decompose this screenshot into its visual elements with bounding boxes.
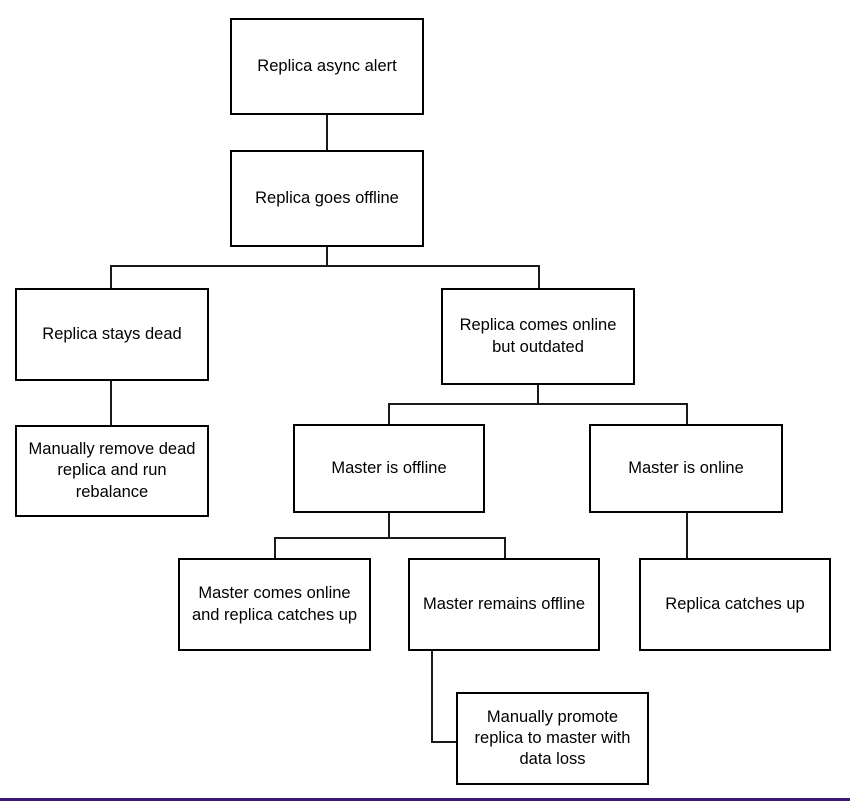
edge-dead-to-remove — [110, 379, 112, 427]
edge-offline-split-right-drop — [538, 265, 540, 289]
footer-divider — [0, 798, 850, 801]
node-master-comes-online-and-replica-catches-up[interactable]: Master comes online and replica catches … — [178, 558, 371, 651]
node-master-is-offline[interactable]: Master is offline — [293, 424, 485, 513]
edge-offline-split-left-drop — [110, 265, 112, 289]
edge-alert-to-offline — [326, 113, 328, 152]
edge-master-online-to-catches-up — [686, 511, 688, 560]
edge-online-split-bar — [388, 403, 688, 405]
node-manually-remove-dead-replica[interactable]: Manually remove dead replica and run reb… — [15, 425, 209, 517]
edge-remains-offline-to-promote — [431, 741, 458, 743]
edge-remains-offline-drop — [431, 649, 433, 743]
edge-online-split-right-drop — [686, 403, 688, 426]
edge-master-offline-split-right-drop — [504, 537, 506, 560]
node-replica-async-alert[interactable]: Replica async alert — [230, 18, 424, 115]
node-replica-stays-dead[interactable]: Replica stays dead — [15, 288, 209, 381]
edge-master-offline-split-bar — [274, 537, 506, 539]
edge-master-offline-split-left-drop — [274, 537, 276, 560]
node-manually-promote-replica-to-master[interactable]: Manually promote replica to master with … — [456, 692, 649, 785]
edge-master-offline-stem — [388, 511, 390, 539]
node-replica-catches-up[interactable]: Replica catches up — [639, 558, 831, 651]
edge-offline-stem — [326, 245, 328, 267]
node-replica-comes-online-but-outdated[interactable]: Replica comes online but outdated — [441, 288, 635, 385]
node-master-remains-offline[interactable]: Master remains offline — [408, 558, 600, 651]
node-master-is-online[interactable]: Master is online — [589, 424, 783, 513]
node-replica-goes-offline[interactable]: Replica goes offline — [230, 150, 424, 247]
edge-online-stem — [537, 383, 539, 405]
edge-online-split-left-drop — [388, 403, 390, 426]
edge-offline-split-bar — [110, 265, 540, 267]
